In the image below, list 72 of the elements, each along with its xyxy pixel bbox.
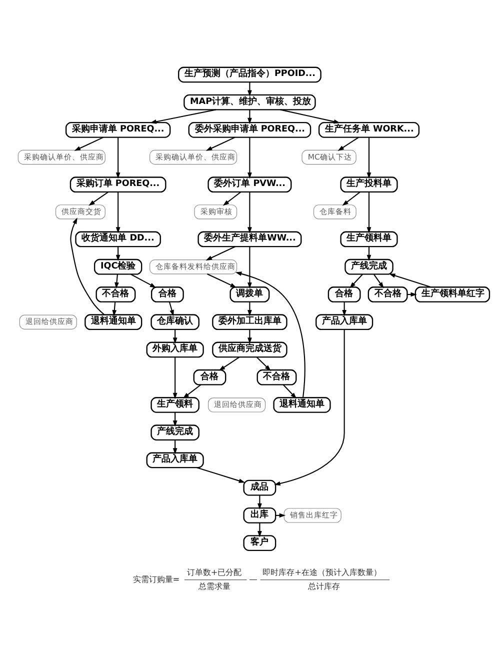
node-box: 产品入库单 bbox=[146, 452, 204, 468]
arrow bbox=[88, 192, 108, 206]
node-box: MAP计算、维护、审核、投放 bbox=[184, 94, 316, 110]
node-box: 不合格 bbox=[256, 369, 297, 386]
arrow bbox=[374, 274, 384, 288]
arrow bbox=[70, 218, 105, 316]
arrow bbox=[130, 274, 156, 288]
arrow bbox=[172, 357, 178, 400]
arrow bbox=[283, 384, 297, 399]
arrow bbox=[112, 302, 117, 316]
node-box: 客户 bbox=[243, 535, 276, 551]
node-box: 生产投料单 bbox=[340, 176, 398, 193]
arrow bbox=[256, 356, 271, 372]
node-box: 合格 bbox=[193, 369, 226, 386]
arrow bbox=[116, 137, 120, 179]
arrow bbox=[280, 109, 340, 124]
node-box: 合格 bbox=[150, 286, 184, 302]
arrow bbox=[248, 246, 252, 289]
arrow bbox=[114, 274, 119, 289]
label: 总计库存 bbox=[308, 581, 340, 592]
arrow bbox=[248, 82, 252, 97]
arrow bbox=[366, 192, 372, 234]
node-box: 生产领料单 bbox=[340, 231, 398, 248]
node-box: 外购入库单 bbox=[146, 342, 204, 358]
node-box: 生产任务单 WORK... bbox=[318, 122, 420, 138]
node-box: 委外采购申请单 POREQ... bbox=[188, 122, 312, 138]
arrow bbox=[182, 384, 202, 398]
node-box: 委外加工出库单 bbox=[212, 314, 288, 330]
arrow bbox=[168, 302, 174, 316]
arrow bbox=[366, 137, 372, 179]
arrow bbox=[350, 274, 363, 288]
label: 总需求量 bbox=[198, 581, 231, 592]
arrow bbox=[218, 356, 240, 371]
node-box: 生产领料 bbox=[150, 397, 200, 413]
node-box: 委外生产提料单WW... bbox=[198, 231, 302, 248]
node-box: 成品 bbox=[243, 480, 276, 496]
node-box: 产线完成 bbox=[150, 424, 200, 440]
label: — bbox=[249, 574, 258, 584]
node-box: 出库 bbox=[243, 508, 276, 524]
node-box: 生产领料单红字 bbox=[414, 286, 490, 302]
node-box: 采购申请单 POREQ... bbox=[65, 122, 171, 138]
node-box: 不合格 bbox=[368, 286, 408, 302]
label: 实需订购量= bbox=[132, 574, 180, 584]
node-box: 退料通知单 bbox=[84, 314, 142, 330]
arrow bbox=[207, 274, 237, 288]
label: 订单数+已分配 bbox=[186, 566, 242, 577]
node-box: 仓库确认 bbox=[150, 314, 200, 330]
node-box: 收货通知单 DD... bbox=[75, 231, 161, 248]
node-box: 产品入库单 bbox=[316, 314, 374, 330]
arrow bbox=[74, 136, 104, 151]
node-box: 产线完成 bbox=[344, 258, 394, 275]
arrow bbox=[116, 192, 120, 234]
arrow bbox=[206, 136, 236, 151]
arrow bbox=[338, 136, 359, 151]
node-box: 供应商完成送货 bbox=[212, 342, 288, 358]
node-box: 合格 bbox=[328, 286, 361, 302]
arrow bbox=[196, 467, 246, 483]
arrow bbox=[342, 192, 360, 206]
node-box: 退料通知单 bbox=[273, 397, 331, 413]
node-box: 调拨单 bbox=[230, 286, 270, 302]
label: 即时库存+在途（预计入库数量） bbox=[262, 566, 382, 577]
arrow bbox=[222, 192, 242, 206]
node-box: 采购订单 POREQ... bbox=[70, 176, 166, 193]
node-box: 生产预测（产品指令）PPOID... bbox=[178, 66, 322, 83]
node-box: 委外订单 PVW... bbox=[208, 176, 292, 193]
node-box: 不合格 bbox=[96, 286, 136, 302]
arrow bbox=[206, 246, 236, 260]
arrow bbox=[248, 137, 252, 179]
node-box: IQC检验 bbox=[94, 258, 142, 275]
arrow bbox=[388, 274, 432, 288]
arrow bbox=[235, 272, 306, 398]
arrow bbox=[248, 192, 252, 234]
